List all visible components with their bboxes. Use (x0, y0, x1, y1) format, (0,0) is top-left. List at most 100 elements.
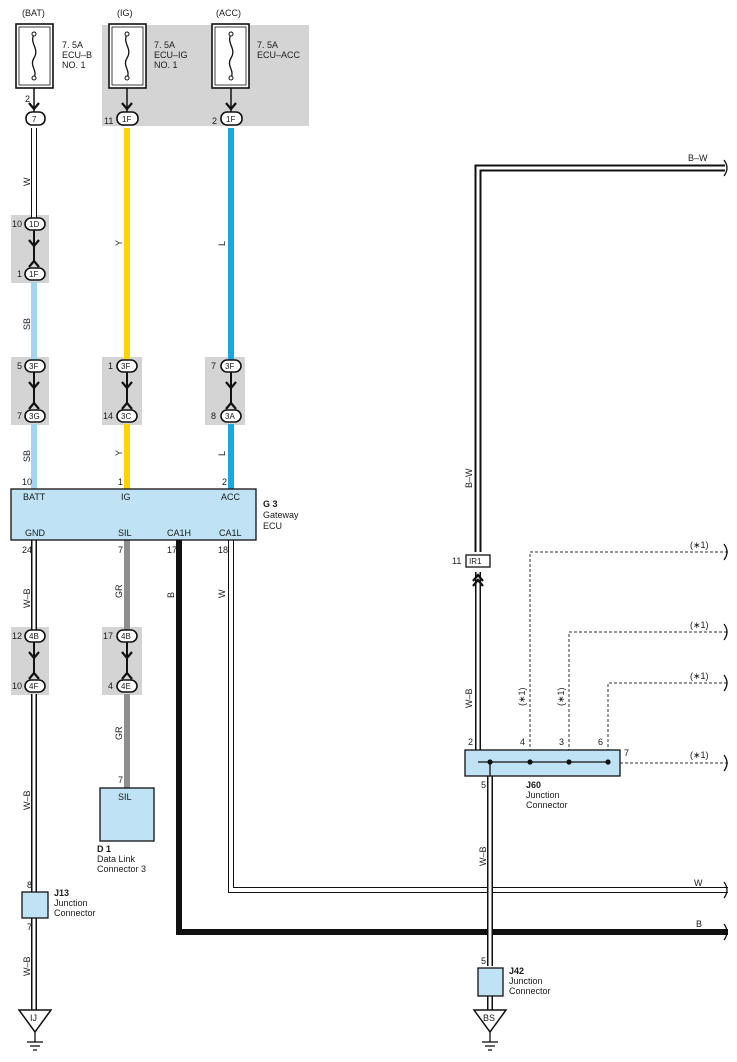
svg-text:5: 5 (481, 956, 486, 966)
svg-text:Connector: Connector (54, 908, 96, 918)
svg-text:B–W: B–W (688, 153, 708, 163)
svg-text:Gateway: Gateway (263, 510, 299, 520)
j60-node-icon (487, 759, 493, 765)
svg-text:3A: 3A (225, 412, 235, 421)
ground-triangle-icon (17, 1009, 53, 1034)
svg-text:(∗1): (∗1) (690, 671, 709, 681)
svg-text:Y: Y (114, 450, 124, 456)
svg-text:7: 7 (118, 775, 123, 785)
svg-text:SB: SB (22, 318, 32, 330)
ground-bs: BS (472, 1009, 508, 1051)
svg-text:(∗1): (∗1) (517, 687, 527, 706)
svg-text:7. 5A: 7. 5A (257, 40, 278, 50)
svg-text:Junction: Junction (509, 976, 543, 986)
svg-text:5: 5 (17, 361, 22, 371)
connector-3c (116, 409, 138, 423)
connector-3g (24, 409, 46, 423)
connector-sil-4b (116, 629, 138, 643)
svg-text:ECU: ECU (263, 521, 282, 531)
svg-text:7: 7 (118, 545, 123, 555)
j60-node-icon (527, 759, 533, 765)
svg-text:GR: GR (114, 726, 124, 740)
connector-ig-1f (116, 111, 139, 126)
connector-3a (220, 409, 242, 423)
svg-text:SIL: SIL (118, 528, 132, 538)
connector-bat-7 (25, 111, 46, 126)
fuse-acc-source: (ACC) (216, 8, 241, 18)
svg-text:10: 10 (12, 219, 22, 229)
svg-text:SIL: SIL (118, 792, 132, 802)
svg-text:4: 4 (108, 681, 113, 691)
svg-text:10: 10 (12, 681, 22, 691)
data-link-connector: 7 SIL D 1 Data Link Connector 3 (97, 775, 155, 874)
svg-text:3G: 3G (29, 412, 40, 421)
svg-text:11: 11 (452, 556, 461, 566)
svg-text:ECU–IG: ECU–IG (154, 50, 188, 60)
svg-text:W: W (694, 878, 703, 888)
gateway-ecu-box (10, 488, 257, 541)
svg-text:3: 3 (559, 737, 564, 747)
svg-text:B: B (696, 919, 702, 929)
svg-text:ECU–ACC: ECU–ACC (257, 50, 301, 60)
svg-text:17: 17 (103, 631, 113, 641)
connector-ig-3f (116, 359, 138, 373)
wire-end-marks (723, 159, 728, 941)
fuse-symbol-icon (228, 33, 234, 79)
svg-text:7: 7 (32, 115, 37, 124)
svg-text:Connector: Connector (509, 986, 551, 996)
svg-text:GR: GR (114, 584, 124, 598)
connector-backgrounds (11, 25, 309, 695)
svg-text:8: 8 (27, 880, 32, 890)
connector-bat-3f (24, 359, 46, 373)
fuse-output-arrows (27, 88, 238, 112)
fuse-bat: (BAT) 7. 5A ECU–B NO. 1 2 (15, 8, 92, 104)
svg-text:L: L (217, 241, 227, 246)
fuse-connector-pills: 7 1F 1F (25, 111, 243, 126)
svg-text:(∗1): (∗1) (690, 540, 709, 550)
svg-text:Junction: Junction (54, 898, 88, 908)
wires (31, 128, 728, 1010)
svg-text:4B: 4B (29, 632, 39, 641)
junction-j13: 8 7 J13 Junction Connector (21, 880, 96, 932)
svg-text:14: 14 (103, 411, 113, 421)
gateway-ecu: 10 1 2 BATT IG ACC GND SIL CA1H CA1L 24 … (10, 477, 299, 555)
svg-text:L: L (217, 451, 227, 456)
svg-text:4: 4 (520, 737, 525, 747)
svg-text:BS: BS (483, 1013, 495, 1023)
svg-text:8: 8 (211, 411, 216, 421)
svg-text:Y: Y (114, 240, 124, 246)
dashed-j60-p4 (529, 551, 728, 762)
svg-text:W–B: W–B (464, 688, 474, 708)
fuse-symbol-icon (124, 33, 130, 79)
svg-text:Data Link: Data Link (97, 854, 136, 864)
svg-text:CA1L: CA1L (219, 528, 242, 538)
svg-text:CA1H: CA1H (167, 528, 191, 538)
svg-text:W–B: W–B (22, 956, 32, 976)
wire-bw-ir1 (474, 164, 725, 552)
svg-text:18: 18 (218, 545, 228, 555)
svg-text:1F: 1F (122, 115, 131, 124)
svg-text:17: 17 (167, 545, 177, 555)
svg-text:ECU–B: ECU–B (62, 50, 92, 60)
svg-text:ACC: ACC (221, 492, 241, 502)
connector-1d (24, 217, 46, 231)
svg-text:W–B: W–B (22, 790, 32, 810)
dlc-box (99, 787, 155, 842)
connector-acc-3f (220, 359, 242, 373)
svg-text:GND: GND (25, 528, 46, 538)
wire-ca1h-b (176, 540, 728, 935)
connector-ir1: 11 IR1 (452, 554, 491, 588)
svg-text:7: 7 (624, 748, 629, 758)
svg-text:4F: 4F (29, 682, 38, 691)
connector-4f (24, 679, 46, 693)
svg-text:1F: 1F (29, 270, 38, 279)
svg-text:7: 7 (17, 411, 22, 421)
svg-text:2: 2 (468, 737, 473, 747)
j60-node-icon (605, 759, 611, 765)
ground-ij: IJ (17, 1009, 53, 1051)
svg-text:W: W (217, 589, 227, 598)
svg-text:2: 2 (25, 94, 30, 104)
ground-triangle-icon (472, 1009, 508, 1034)
svg-text:3C: 3C (121, 412, 131, 421)
junction-j42: 5 J42 Junction Connector (477, 956, 551, 997)
